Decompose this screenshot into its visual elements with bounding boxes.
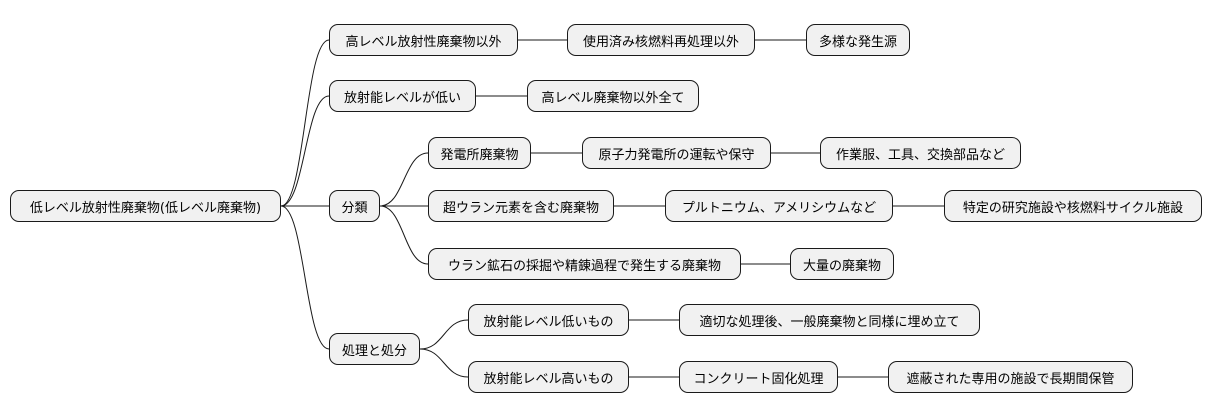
node-long-term-storage: 遮蔽された専用の施設で長期間保管 [888,361,1133,393]
node-large-volume: 大量の廃棄物 [790,248,894,280]
node-uranium-mining-waste: ウラン鉱石の採掘や精錬過程で発生する廃棄物 [428,248,741,280]
node-high-level-items: 放射能レベル高いもの [468,361,629,393]
node-various-sources: 多様な発生源 [806,24,910,56]
edge-root-b1 [280,39,330,207]
branch-treatment-disposal: 処理と処分 [329,333,420,365]
node-research-facilities: 特定の研究施設や核燃料サイクル施設 [944,190,1202,222]
node-concrete-solidification: コンクリート固化処理 [679,361,838,393]
node-plutonium-americium: プルトニウム、アメリシウムなど [665,190,893,222]
branch-classification: 分類 [329,190,380,222]
root-node: 低レベル放射性廃棄物(低レベル廃棄物) [10,190,281,222]
edge-b3-c3 [379,205,429,265]
edge-root-b2 [280,95,330,207]
node-power-plant-waste: 発電所廃棄物 [428,137,531,169]
edge-b3-c1 [379,152,429,207]
node-transuranic-waste: 超ウラン元素を含む廃棄物 [428,190,614,222]
node-plant-operation: 原子力発電所の運転や保守 [582,137,771,169]
node-work-clothes-tools: 作業服、工具、交換部品など [820,137,1021,169]
edge-root-b4 [280,205,330,350]
node-all-except-high-level: 高レベル廃棄物以外全て [527,80,699,112]
node-low-level-items: 放射能レベル低いもの [468,304,629,336]
branch-non-high-level: 高レベル放射性廃棄物以外 [329,24,518,56]
node-landfill: 適切な処理後、一般廃棄物と同様に埋め立て [679,304,980,336]
edge-b4-c2 [419,348,469,378]
branch-low-radioactivity: 放射能レベルが低い [329,80,476,112]
node-non-reprocessing: 使用済み核燃料再処理以外 [567,24,755,56]
edge-b4-c1 [419,319,469,350]
